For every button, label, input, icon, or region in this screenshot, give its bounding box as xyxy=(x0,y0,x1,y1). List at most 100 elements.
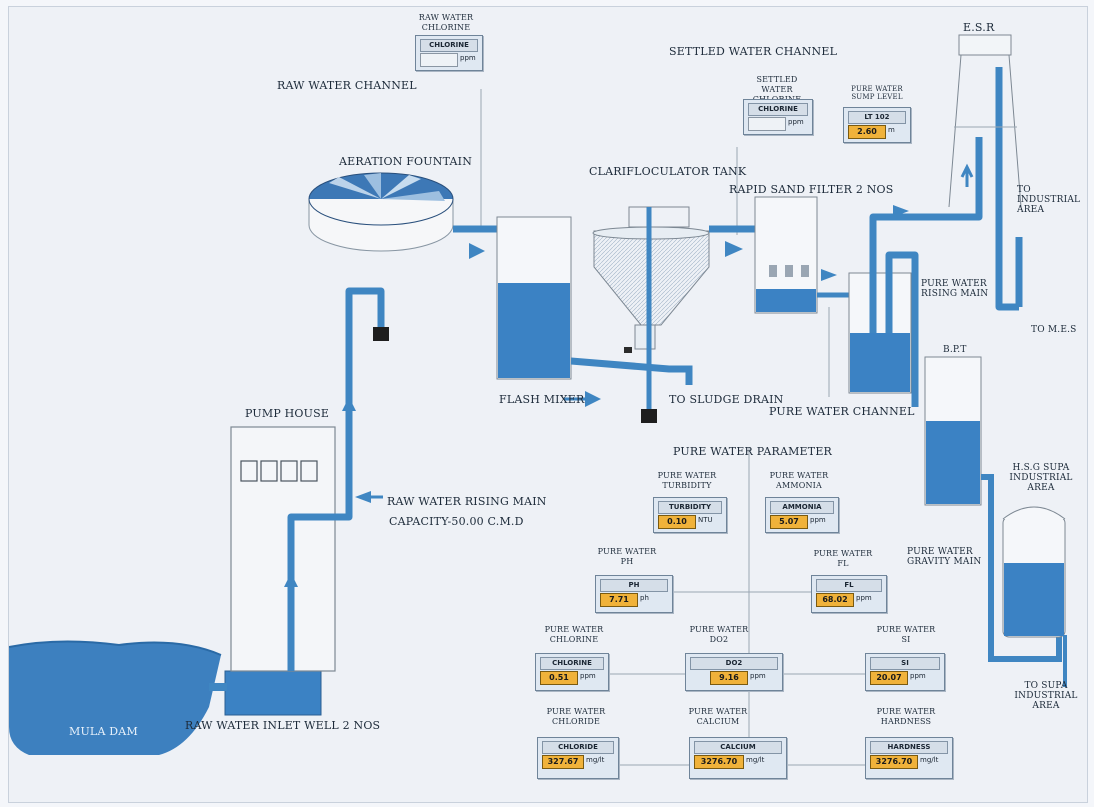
ammonia-panel: AMMONIA 5.07 ppm xyxy=(765,497,839,533)
clariflocculator-tank xyxy=(592,206,710,423)
flash-mixer-label: FLASH MIXER xyxy=(499,393,585,406)
panel-unit: mg/lt xyxy=(746,756,765,764)
raw-chlorine-panel: CHLORINE ppm xyxy=(415,35,483,71)
panel-unit: ppm xyxy=(750,672,766,680)
panel-value: 3276.70 xyxy=(870,755,918,769)
panel-value: 327.67 xyxy=(542,755,584,769)
to-supa-label: TO SUPA INDUSTRIAL AREA xyxy=(1014,681,1078,711)
panel-unit: mg/lt xyxy=(586,756,605,764)
pure-water-rising-main-pipe xyxy=(869,67,1023,407)
panel-value: 2.60 xyxy=(848,125,886,139)
pure-water-rising-main-label: PURE WATER RISING MAIN xyxy=(921,279,989,299)
calcium-panel: CALCIUM 3276.70 mg/lt xyxy=(689,737,787,779)
panel-title: CALCIUM xyxy=(694,741,782,754)
raw-water-inlet-well xyxy=(224,670,322,716)
to-sludge-drain-label: TO SLUDGE DRAIN xyxy=(669,393,784,406)
panel-value: 7.71 xyxy=(600,593,638,607)
capacity-label: CAPACITY-50.00 C.M.D xyxy=(389,515,524,528)
rapid-sand-filter-label: RAPID SAND FILTER 2 NOS xyxy=(729,183,894,196)
panel-title: SI xyxy=(870,657,940,670)
panel-title: CHLORINE xyxy=(540,657,604,670)
panel-caption: PURE WATER FL xyxy=(813,549,873,568)
panel-caption: PURE WATER PH xyxy=(597,547,657,566)
panel-title: PH xyxy=(600,579,668,592)
fl-panel: FL 68.02 ppm xyxy=(811,575,887,613)
pure-water-channel-label: PURE WATER CHANNEL xyxy=(769,405,915,418)
pump-house xyxy=(230,426,336,672)
bpt-label: B.P.T xyxy=(943,345,967,355)
do2-panel: DO2 9.16 ppm xyxy=(685,653,783,691)
raw-water-rising-main-label: RAW WATER RISING MAIN xyxy=(387,495,547,508)
esr-label: E.S.R xyxy=(963,21,995,34)
panel-caption: PURE WATER SI xyxy=(876,625,936,644)
si-panel: SI 20.07 ppm xyxy=(865,653,945,691)
settled-water-channel-label: SETTLED WATER CHANNEL xyxy=(669,45,838,58)
sump-level-panel: LT 102 2.60 m xyxy=(843,107,911,143)
panel-value xyxy=(420,53,458,67)
chlorine-panel: CHLORINE 0.51 ppm xyxy=(535,653,609,691)
process-flow-diagram xyxy=(9,34,1067,767)
pump-valve-1 xyxy=(373,327,389,341)
panel-caption: PURE WATER CALCIUM xyxy=(688,707,748,726)
panel-caption: PURE WATER DO2 xyxy=(689,625,749,644)
hardness-panel: HARDNESS 3276.70 mg/lt xyxy=(865,737,953,779)
panel-title: HARDNESS xyxy=(870,741,948,754)
hsg-supa-tank xyxy=(1002,506,1066,638)
panel-caption: PURE WATER AMMONIA xyxy=(769,471,829,490)
aeration-fountain xyxy=(308,172,454,252)
mula-dam-label: MULA DAM xyxy=(69,725,138,738)
panel-unit: ppm xyxy=(810,516,826,524)
panel-caption: PURE WATER SUMP LEVEL xyxy=(851,85,903,101)
panel-unit: ppm xyxy=(910,672,926,680)
panel-unit: ppm xyxy=(580,672,596,680)
panel-title: FL xyxy=(816,579,882,592)
panel-title: AMMONIA xyxy=(770,501,834,514)
raw-water-channel-label: RAW WATER CHANNEL xyxy=(277,79,417,92)
panel-unit: ppm xyxy=(856,594,872,602)
to-industrial-area-label: TO INDUSTRIAL AREA xyxy=(1017,185,1081,215)
panel-caption: PURE WATER CHLORIDE xyxy=(546,707,606,726)
panel-value: 5.07 xyxy=(770,515,808,529)
chloride-panel: CHLORIDE 327.67 mg/lt xyxy=(537,737,619,779)
aeration-fountain-label: AERATION FOUNTAIN xyxy=(339,155,473,168)
panel-value: 68.02 xyxy=(816,593,854,607)
to-mes-label: TO M.E.S xyxy=(1031,325,1077,335)
panel-unit: NTU xyxy=(698,516,713,524)
panel-caption: PURE WATER CHLORINE xyxy=(544,625,604,644)
pure-water-gravity-main-pipe xyxy=(981,474,1062,662)
panel-caption: RAW WATER CHLORINE xyxy=(418,13,474,32)
panel-title: CHLORIDE xyxy=(542,741,614,754)
turbidity-panel: TURBIDITY 0.10 NTU xyxy=(653,497,727,533)
clariflocculator-tank-label: CLARIFLOCULATOR TANK xyxy=(589,165,747,178)
panel-value: 0.51 xyxy=(540,671,578,685)
panel-unit: ph xyxy=(640,594,649,602)
pure-water-gravity-main-label: PURE WATER GRAVITY MAIN xyxy=(907,547,982,567)
panel-title: CHLORINE xyxy=(748,103,808,116)
panel-title: TURBIDITY xyxy=(658,501,722,514)
panel-value xyxy=(748,117,786,131)
pump-house-windows xyxy=(240,460,318,482)
panel-value: 3276.70 xyxy=(694,755,744,769)
panel-value: 9.16 xyxy=(710,671,748,685)
mula-dam-reservoir xyxy=(9,641,221,755)
pump-house-label: PUMP HOUSE xyxy=(245,407,330,420)
hsg-supa-label: H.S.G SUPA INDUSTRIAL AREA xyxy=(1009,463,1073,493)
panel-unit: ppm xyxy=(788,118,804,126)
panel-title: LT 102 xyxy=(848,111,906,124)
panel-value: 20.07 xyxy=(870,671,908,685)
esr-tower xyxy=(948,34,1022,208)
panel-title: CHLORINE xyxy=(420,39,478,52)
rapid-sand-filter xyxy=(754,196,818,314)
panel-unit: m xyxy=(888,126,895,134)
panel-unit: ppm xyxy=(460,54,476,62)
panel-value: 0.10 xyxy=(658,515,696,529)
settled-chlorine-panel: CHLORINE ppm xyxy=(743,99,813,135)
scada-screen: RAW WATER CHANNEL AERATION FOUNTAIN SETT… xyxy=(8,6,1088,803)
panel-caption: PURE WATER HARDNESS xyxy=(876,707,936,726)
panel-unit: mg/lt xyxy=(920,756,939,764)
ph-panel: PH 7.71 ph xyxy=(595,575,673,613)
pure-water-parameter-label: PURE WATER PARAMETER xyxy=(673,445,833,458)
raw-water-inlet-well-label: RAW WATER INLET WELL 2 NOS xyxy=(185,719,381,732)
panel-title: DO2 xyxy=(690,657,778,670)
panel-caption: PURE WATER TURBIDITY xyxy=(657,471,717,490)
